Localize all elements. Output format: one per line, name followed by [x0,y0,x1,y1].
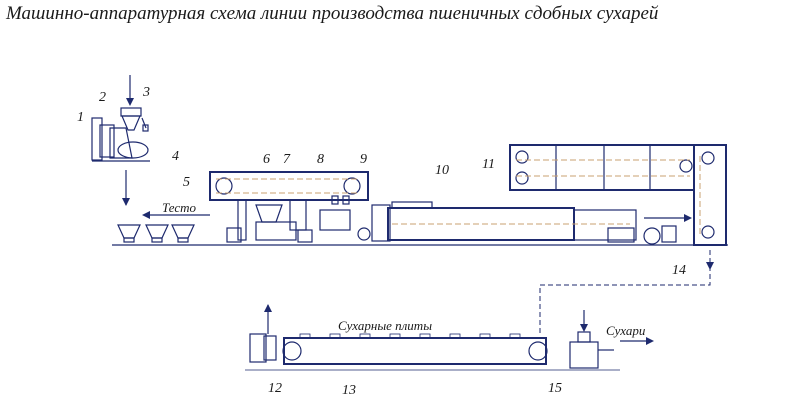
label-dough: Тесто [162,200,197,215]
num-15: 15 [548,381,562,396]
num-9: 9 [360,152,367,167]
dryer-11 [509,144,727,246]
dough-bowls-4 [117,211,210,243]
num-10: 10 [435,163,449,178]
oven-10 [357,201,637,242]
num-3: 3 [142,85,150,100]
num-14: 14 [672,263,686,278]
num-13: 13 [342,383,356,398]
num-7: 7 [283,152,291,167]
proofer-6-9 [209,171,369,243]
num-11: 11 [482,157,495,172]
num-8: 8 [317,152,324,167]
drive-14 [607,214,692,245]
num-6: 6 [263,152,270,167]
bottom-conveyor-13 [249,304,654,369]
label-rusks: Сухари [606,323,646,338]
num-5: 5 [183,175,190,190]
num-12: 12 [268,381,282,396]
diagram-title: Машинно-аппаратурная схема линии произво… [6,3,659,24]
num-2: 2 [99,90,106,105]
num-1: 1 [77,110,84,125]
equipment-1-3 [91,75,150,206]
label-plates: Сухарные плиты [338,318,432,333]
num-4: 4 [172,149,179,164]
